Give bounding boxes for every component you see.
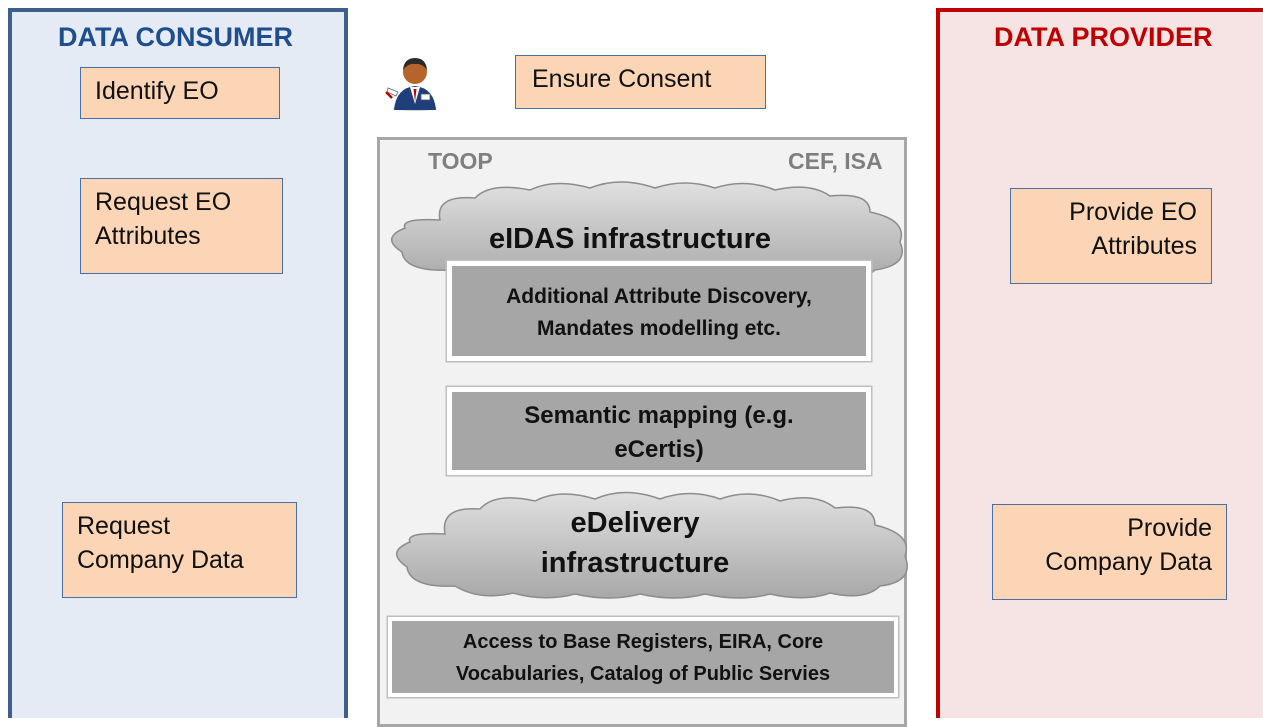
provide-eo-attributes-box: Provide EO Attributes (1010, 188, 1212, 284)
edelivery-line-1: eDelivery (570, 507, 700, 539)
request-eo-attributes-line-1: Request EO (95, 188, 232, 216)
request-eo-attributes-box: Request EO Attributes (80, 178, 283, 274)
request-company-data-box: Request Company Data (62, 502, 297, 598)
provide-eo-attributes-line-1: Provide EO (1069, 198, 1197, 226)
ensure-consent-label: Ensure Consent (532, 65, 712, 93)
attribute-discovery-line-2: Mandates modelling etc. (537, 317, 781, 340)
identify-eo-box: Identify EO (80, 67, 280, 119)
provide-eo-attributes-line-2: Attributes (1091, 232, 1197, 260)
attribute-discovery-line-1: Additional Attribute Discovery, (506, 285, 812, 308)
base-registers-box: Access to Base Registers, EIRA, Core Voc… (388, 617, 898, 697)
semantic-mapping-box: Semantic mapping (e.g. eCertis) (447, 387, 871, 475)
provide-company-data-line-1: Provide (1127, 514, 1212, 542)
provide-company-data-box: Provide Company Data (992, 504, 1227, 600)
semantic-mapping-line-1: Semantic mapping (e.g. (524, 402, 794, 429)
cef-isa-label: CEF, ISA (788, 148, 883, 174)
base-registers-line-2: Vocabularies, Catalog of Public Servies (455, 663, 831, 685)
request-company-data-line-1: Request (77, 512, 171, 540)
request-eo-attributes-line-2: Attributes (95, 222, 201, 250)
edelivery-infrastructure-label: eDelivery infrastructure (480, 503, 790, 583)
identify-eo-line-1: Identify EO (95, 77, 219, 105)
data-consumer-panel: DATA CONSUMER (8, 8, 348, 718)
semantic-mapping-line-2: eCertis) (614, 436, 704, 463)
person-icon (385, 58, 437, 111)
eidas-infrastructure-label: eIDAS infrastructure (488, 223, 771, 255)
provide-company-data-line-2: Company Data (1045, 548, 1212, 576)
edelivery-line-2: infrastructure (540, 547, 730, 579)
base-registers-line-1: Access to Base Registers, EIRA, Core (462, 631, 824, 653)
toop-label: TOOP (428, 148, 493, 174)
data-provider-title: DATA PROVIDER (994, 22, 1213, 52)
request-company-data-line-2: Company Data (77, 546, 244, 574)
data-provider-panel: DATA PROVIDER (936, 8, 1263, 718)
attribute-discovery-box: Additional Attribute Discovery, Mandates… (447, 261, 871, 361)
data-consumer-title: DATA CONSUMER (58, 22, 293, 52)
ensure-consent-box: Ensure Consent (515, 55, 766, 109)
edelivery-cloud (396, 491, 908, 599)
